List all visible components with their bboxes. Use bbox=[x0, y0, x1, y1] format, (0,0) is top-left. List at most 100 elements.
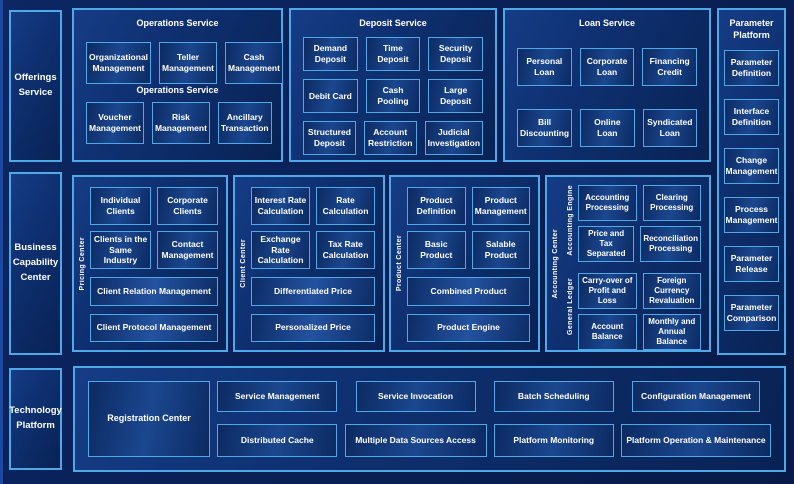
technology-platform-panel: Registration Center Service Management D… bbox=[73, 366, 786, 472]
box-interface-definition: Interface Definition bbox=[724, 99, 779, 135]
accounting-engine-group: Accounting Processing Clearing Processin… bbox=[578, 185, 701, 262]
box-judicial-investigation: Judicial Investigation bbox=[424, 121, 484, 155]
general-ledger-vertical-label: General Ledger bbox=[567, 278, 574, 336]
box-teller-management: Teller Management bbox=[159, 42, 217, 84]
box-accounting-processing: Accounting Processing bbox=[578, 185, 637, 221]
product-center-label-strip: Product Center bbox=[391, 177, 407, 350]
box-personal-loan: Personal Loan bbox=[517, 48, 572, 86]
box-batch-scheduling: Batch Scheduling bbox=[493, 381, 614, 412]
client-center-vertical-label: Client Center bbox=[239, 239, 247, 288]
box-corporate-loan: Corporate Loan bbox=[579, 48, 635, 86]
client-center-panel: Client Center Interest Rate Calculation … bbox=[233, 175, 385, 352]
operations-service-panel: Operations Service Organizational Manage… bbox=[72, 8, 283, 162]
box-distributed-cache: Distributed Cache bbox=[217, 424, 338, 457]
product-row-1: Product Definition Product Management bbox=[407, 187, 530, 225]
box-personalized-price: Personalized Price bbox=[251, 313, 375, 342]
product-center-content: Product Definition Product Management Ba… bbox=[407, 177, 538, 350]
client-row-2: Exchange Rate Calculation Tax Rate Calcu… bbox=[251, 231, 375, 269]
box-individual-clients: Individual Clients bbox=[90, 187, 151, 225]
box-carry-over-profit-loss: Carry-over of Profit and Loss bbox=[578, 273, 637, 309]
box-contact-management: Contact Management bbox=[157, 231, 218, 269]
product-row-2: Basic Product Salable Product bbox=[407, 231, 530, 269]
box-salable-product: Salable Product bbox=[471, 231, 530, 269]
box-platform-operation-maintenance: Platform Operation & Maintenance bbox=[621, 424, 771, 457]
box-clients-same-industry: Clients in the Same Industry bbox=[90, 231, 151, 269]
box-parameter-definition: Parameter Definition bbox=[724, 50, 779, 86]
technology-column-2: Service Invocation Multiple Data Sources… bbox=[344, 381, 487, 457]
box-online-loan: Online Loan bbox=[580, 109, 635, 147]
parameter-platform-title: Parameter Platform bbox=[729, 18, 774, 40]
box-account-restriction: Account Restriction bbox=[363, 121, 417, 155]
loan-service-title: Loan Service bbox=[578, 18, 636, 28]
deposit-service-title: Deposit Service bbox=[359, 18, 427, 28]
accounting-center-panel: Accounting Center Accounting Engine Gene… bbox=[545, 175, 711, 352]
box-client-relation-management: Client Relation Management bbox=[90, 277, 218, 306]
box-rate-calculation: Rate Calculation bbox=[316, 187, 375, 225]
operations-service-title: Operations Service bbox=[136, 18, 219, 28]
box-service-management: Service Management bbox=[217, 381, 338, 412]
box-parameter-comparison: Parameter Comparison bbox=[724, 295, 779, 331]
box-monthly-annual-balance: Monthly and Annual Balance bbox=[642, 314, 701, 350]
box-configuration-management: Configuration Management bbox=[632, 381, 760, 412]
deposit-row-2: Debit Card Cash Pooling Large Deposit bbox=[291, 79, 495, 113]
technology-platform-band-label: Technology Platform bbox=[9, 368, 62, 470]
box-cash-management: Cash Management bbox=[225, 42, 283, 84]
deposit-row-1: Demand Deposit Time Deposit Security Dep… bbox=[291, 37, 495, 71]
pricing-row-1: Individual Clients Corporate Clients bbox=[90, 187, 218, 225]
box-security-deposit: Security Deposit bbox=[428, 37, 484, 71]
box-process-management: Process Management bbox=[724, 197, 779, 233]
accounting-content: Accounting Processing Clearing Processin… bbox=[578, 177, 709, 350]
box-ancillary-transaction: Ancillary Transaction bbox=[217, 102, 272, 144]
general-ledger-group: Carry-over of Profit and Loss Foreign Cu… bbox=[578, 273, 701, 350]
accounting-engine-vertical-label: Accounting Engine bbox=[567, 184, 574, 256]
box-exchange-rate-calculation: Exchange Rate Calculation bbox=[251, 231, 310, 269]
box-client-protocol-management: Client Protocol Management bbox=[90, 313, 218, 342]
pricing-center-panel: Pricing Center Individual Clients Corpor… bbox=[72, 175, 228, 352]
box-product-engine: Product Engine bbox=[407, 313, 530, 342]
deposit-row-3: Structured Deposit Account Restriction J… bbox=[291, 121, 495, 155]
box-tax-rate-calculation: Tax Rate Calculation bbox=[316, 231, 375, 269]
box-service-invocation: Service Invocation bbox=[355, 381, 476, 412]
pricing-row-2: Clients in the Same Industry Contact Man… bbox=[90, 231, 218, 269]
box-multiple-data-sources-access: Multiple Data Sources Access bbox=[344, 424, 487, 457]
loan-row-2: Bill Discounting Online Loan Syndicated … bbox=[505, 109, 709, 147]
pricing-center-label-strip: Pricing Center bbox=[74, 177, 90, 350]
box-registration-center: Registration Center bbox=[88, 381, 210, 457]
box-basic-product: Basic Product bbox=[407, 231, 466, 269]
technology-column-4: Configuration Management Platform Operat… bbox=[621, 381, 771, 457]
accounting-sublabel-strip: Accounting Engine General Ledger bbox=[563, 177, 578, 350]
box-account-balance: Account Balance bbox=[578, 314, 637, 350]
box-risk-management: Risk Management bbox=[151, 102, 210, 144]
box-bill-discounting: Bill Discounting bbox=[517, 109, 573, 147]
box-large-deposit: Large Deposit bbox=[428, 79, 484, 113]
technology-column-1: Service Management Distributed Cache bbox=[217, 381, 338, 457]
operations-row-1: Organizational Management Teller Managem… bbox=[74, 42, 283, 84]
box-change-management: Change Management bbox=[724, 148, 779, 184]
pricing-center-vertical-label: Pricing Center bbox=[78, 236, 86, 291]
box-differentiated-price: Differentiated Price bbox=[251, 277, 375, 306]
client-row-1: Interest Rate Calculation Rate Calculati… bbox=[251, 187, 375, 225]
parameter-platform-panel: Parameter Platform Parameter Definition … bbox=[717, 8, 786, 355]
box-voucher-management: Voucher Management bbox=[86, 102, 144, 144]
box-debit-card: Debit Card bbox=[303, 79, 358, 113]
business-capability-center-band-label: Business Capability Center bbox=[9, 172, 62, 355]
box-organizational-management: Organizational Management bbox=[86, 42, 152, 84]
operations-row-2: Voucher Management Risk Management Ancil… bbox=[74, 102, 281, 144]
accounting-center-label-strip: Accounting Center bbox=[547, 177, 563, 350]
box-platform-monitoring: Platform Monitoring bbox=[493, 424, 614, 457]
loan-row-1: Personal Loan Corporate Loan Financing C… bbox=[505, 48, 709, 86]
loan-service-panel: Loan Service Personal Loan Corporate Loa… bbox=[503, 8, 711, 162]
box-product-definition: Product Definition bbox=[407, 187, 466, 225]
box-syndicated-loan: Syndicated Loan bbox=[642, 109, 698, 147]
box-reconciliation-processing: Reconciliation Processing bbox=[640, 226, 701, 262]
box-time-deposit: Time Deposit bbox=[365, 37, 421, 71]
client-center-content: Interest Rate Calculation Rate Calculati… bbox=[251, 177, 383, 350]
offerings-service-band-label: Offerings Service bbox=[9, 10, 62, 162]
deposit-service-panel: Deposit Service Demand Deposit Time Depo… bbox=[289, 8, 497, 162]
box-parameter-release: Parameter Release bbox=[724, 246, 779, 282]
box-price-and-tax-separated: Price and Tax Separated bbox=[578, 226, 635, 262]
parameter-platform-stack: Parameter Definition Interface Definitio… bbox=[719, 50, 784, 331]
box-financing-credit: Financing Credit bbox=[642, 48, 698, 86]
client-center-label-strip: Client Center bbox=[235, 177, 251, 350]
